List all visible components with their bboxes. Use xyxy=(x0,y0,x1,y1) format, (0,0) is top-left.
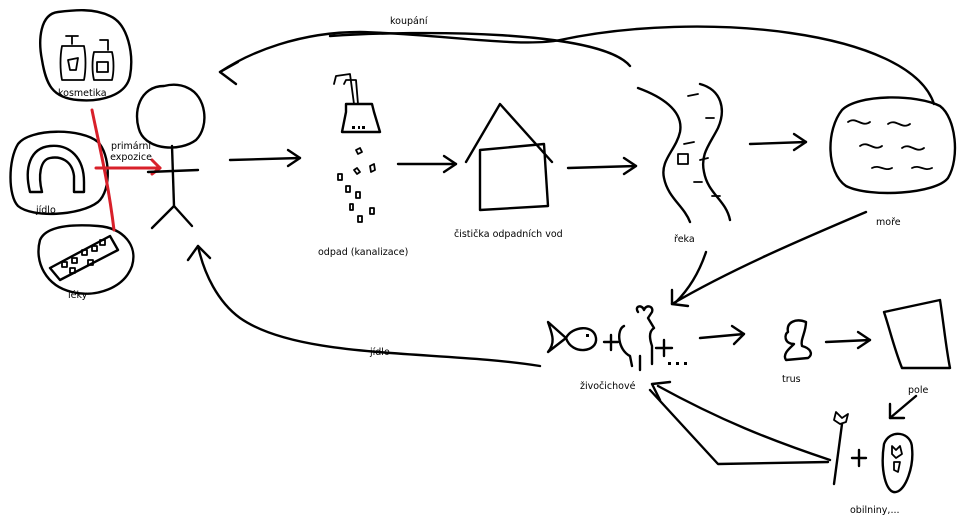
label-waste: odpad (kanalizace) xyxy=(318,247,409,258)
arrow-waste-to-plant xyxy=(396,154,458,174)
label-field: pole xyxy=(908,385,929,396)
field-icon xyxy=(882,298,952,370)
label-bathing: koupání xyxy=(390,16,428,27)
shower-waste-icon xyxy=(333,73,382,223)
arrow-animals-to-dung xyxy=(698,324,746,346)
arrow-sea-to-animals xyxy=(670,210,868,308)
medicines-bubble xyxy=(37,224,135,295)
arrow-human-to-waste xyxy=(228,148,302,168)
sea-icon xyxy=(829,96,957,195)
arrow-bathing-loop xyxy=(218,25,936,106)
arrow-cereals-to-animals xyxy=(648,380,832,466)
human-figure-icon xyxy=(135,83,206,230)
label-dung: trus xyxy=(782,374,801,385)
dung-icon xyxy=(783,319,813,362)
bread-icon xyxy=(26,144,86,194)
label-sea: moře xyxy=(876,217,901,228)
label-animals: živočichové xyxy=(580,381,636,392)
cereals-icon xyxy=(832,411,914,494)
primary-exposure-marker xyxy=(90,108,162,232)
label-river: řeka xyxy=(674,234,695,245)
arrow-field-to-cereals xyxy=(888,394,918,420)
food-bubble-left xyxy=(9,130,109,216)
arrow-river-to-animals xyxy=(674,250,708,304)
river-icon xyxy=(636,82,732,224)
arrow-plant-to-river xyxy=(566,156,638,176)
label-cosmetics: kosmetika xyxy=(58,88,107,99)
treatment-plant-icon xyxy=(464,102,554,212)
label-treatment-plant: čistička odpadních vod xyxy=(454,229,563,240)
arrow-river-to-sea xyxy=(748,132,808,152)
arrow-dung-to-field xyxy=(824,330,872,350)
label-cereals: obilniny,... xyxy=(850,505,900,516)
label-medicines: léky xyxy=(68,290,88,301)
label-food-bottom: jídlo xyxy=(370,347,390,358)
pill-pack-icon xyxy=(48,234,120,282)
cosmetics-bottles-icon xyxy=(59,35,115,81)
cosmetics-bubble xyxy=(39,9,133,102)
label-primary: primární xyxy=(110,141,152,152)
animals-icon xyxy=(546,305,687,372)
label-exposure: expozice xyxy=(110,152,152,163)
label-food-left: jídlo xyxy=(36,205,56,216)
arrow-food-to-human xyxy=(186,244,542,368)
